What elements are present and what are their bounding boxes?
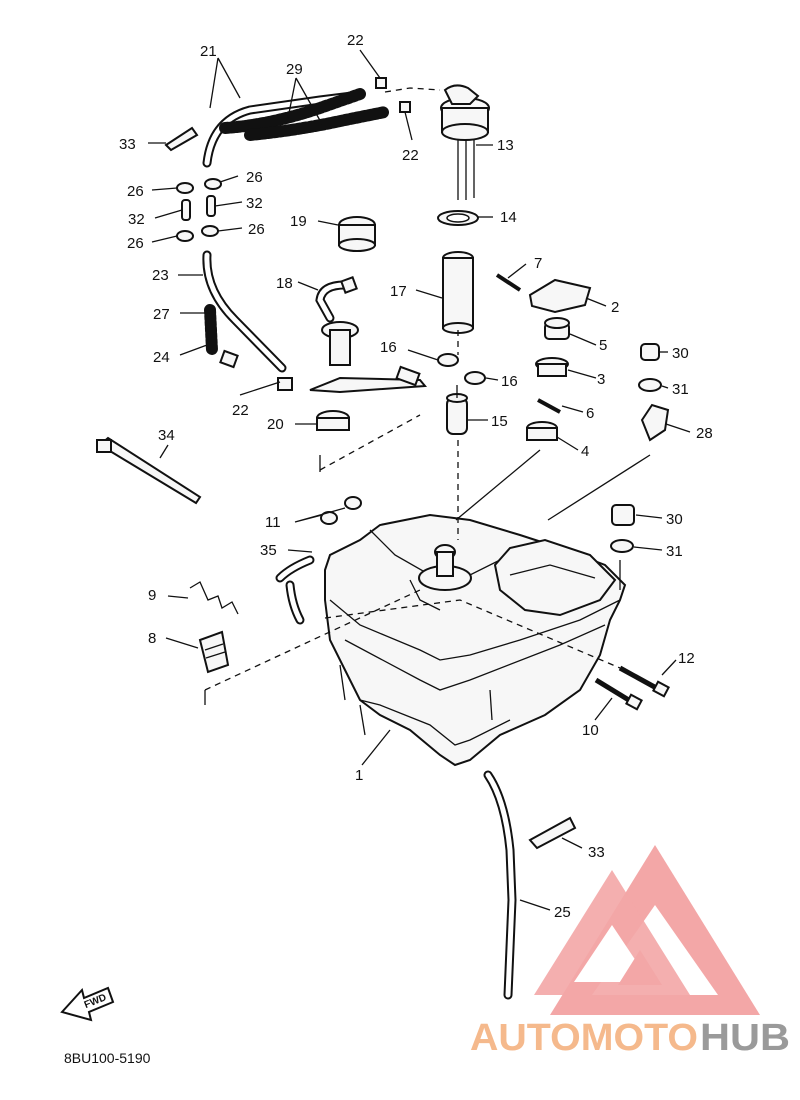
spring-clip-9 bbox=[189, 581, 239, 615]
callout-27: 27 bbox=[153, 306, 170, 323]
hose-clamps-26 bbox=[176, 178, 222, 242]
pin-6 bbox=[537, 398, 561, 414]
clip-33-bottom bbox=[528, 816, 577, 850]
callout-31a: 31 bbox=[672, 381, 689, 398]
callout-33b: 33 bbox=[588, 844, 605, 861]
callout-32a: 32 bbox=[128, 211, 145, 228]
callout-22a: 22 bbox=[347, 32, 364, 49]
watermark-text: AUTOMOTO HUB bbox=[470, 1017, 790, 1059]
callout-26d: 26 bbox=[248, 221, 265, 238]
grommet-20 bbox=[316, 410, 350, 431]
damper-5 bbox=[544, 317, 570, 340]
callout-26b: 26 bbox=[246, 169, 263, 186]
callout-34: 34 bbox=[158, 427, 175, 444]
callout-30a: 30 bbox=[672, 345, 689, 362]
bolt-10 bbox=[594, 677, 643, 711]
callout-19: 19 bbox=[290, 213, 307, 230]
fuel-tank bbox=[324, 513, 627, 767]
callout-32b: 32 bbox=[246, 195, 263, 212]
watermark-part2: HUB bbox=[700, 1017, 790, 1059]
callout-2: 2 bbox=[611, 299, 619, 316]
grommet-4 bbox=[526, 421, 558, 441]
callout-3: 3 bbox=[597, 371, 605, 388]
callout-23: 23 bbox=[152, 267, 169, 284]
callout-26c: 26 bbox=[127, 235, 144, 252]
clip-33-top bbox=[164, 126, 199, 152]
callout-31b: 31 bbox=[666, 543, 683, 560]
pump-gasket-ring bbox=[437, 210, 479, 226]
callout-24: 24 bbox=[153, 349, 170, 366]
callout-11: 11 bbox=[265, 514, 281, 531]
washer-31-bottom bbox=[610, 539, 634, 553]
callout-14: 14 bbox=[500, 209, 517, 226]
clamp-16 bbox=[437, 353, 486, 385]
hose-joints-32 bbox=[181, 195, 216, 221]
plate-8 bbox=[198, 630, 230, 674]
cable-tie-34 bbox=[96, 436, 202, 505]
hose-protector-27 bbox=[204, 304, 218, 356]
callouts: 1 2 3 4 5 6 7 8 9 10 11 12 13 14 15 16 1… bbox=[119, 32, 713, 921]
callout-4: 4 bbox=[581, 443, 589, 460]
nut-30-top bbox=[640, 343, 660, 361]
callout-20: 20 bbox=[267, 416, 284, 433]
fwd-arrow-icon: FWD bbox=[60, 986, 115, 1022]
callout-22b: 22 bbox=[402, 147, 419, 164]
callout-15: 15 bbox=[491, 413, 508, 430]
callout-35: 35 bbox=[260, 542, 277, 559]
drawing-code: 8BU100-5190 bbox=[64, 1050, 151, 1066]
damper-3 bbox=[535, 357, 569, 377]
callout-33a: 33 bbox=[119, 136, 136, 153]
callout-6: 6 bbox=[586, 405, 594, 422]
callout-29: 29 bbox=[286, 61, 303, 78]
hose-clip-22-bottom bbox=[219, 349, 293, 391]
callout-10: 10 bbox=[582, 722, 599, 739]
leader-lines bbox=[148, 49, 691, 911]
callout-16a: 16 bbox=[380, 339, 397, 356]
fuel-level-sender bbox=[309, 276, 428, 394]
damper-19 bbox=[338, 216, 376, 252]
callout-18: 18 bbox=[276, 275, 293, 292]
fuel-filter bbox=[446, 385, 468, 435]
bracket-2 bbox=[528, 278, 592, 314]
washer-31-top bbox=[638, 378, 662, 392]
callout-22c: 22 bbox=[232, 402, 249, 419]
callout-7: 7 bbox=[534, 255, 542, 272]
callout-26a: 26 bbox=[127, 183, 144, 200]
callout-13: 13 bbox=[497, 137, 514, 154]
callout-9: 9 bbox=[148, 587, 156, 604]
callout-12: 12 bbox=[678, 650, 695, 667]
protector-coil-29 bbox=[219, 88, 391, 141]
pin-7 bbox=[495, 273, 522, 292]
fuel-hose-23 bbox=[202, 250, 287, 373]
callout-5: 5 bbox=[599, 337, 607, 354]
callout-30b: 30 bbox=[666, 511, 683, 528]
watermark-logo bbox=[534, 845, 760, 1015]
breather-hose-35 bbox=[275, 555, 315, 625]
pump-sleeve-tube bbox=[442, 251, 474, 334]
grommets-11 bbox=[320, 496, 362, 525]
callout-1: 1 bbox=[355, 767, 363, 784]
bracket-28 bbox=[640, 403, 670, 442]
callout-25: 25 bbox=[554, 904, 571, 921]
callout-17: 17 bbox=[390, 283, 407, 300]
callout-16b: 16 bbox=[501, 373, 518, 390]
callout-8: 8 bbox=[148, 630, 156, 647]
assembly-guide-lines bbox=[204, 87, 651, 705]
watermark-part1: AUTOMOTO bbox=[470, 1017, 698, 1059]
drain-hose-25 bbox=[483, 770, 517, 1000]
nut-30-bottom bbox=[611, 504, 635, 526]
callout-21: 21 bbox=[200, 43, 217, 60]
bolt-12 bbox=[618, 665, 670, 698]
pump-mount-flange bbox=[418, 544, 472, 591]
callout-28: 28 bbox=[696, 425, 713, 442]
fuel-pump-unit bbox=[440, 84, 490, 200]
